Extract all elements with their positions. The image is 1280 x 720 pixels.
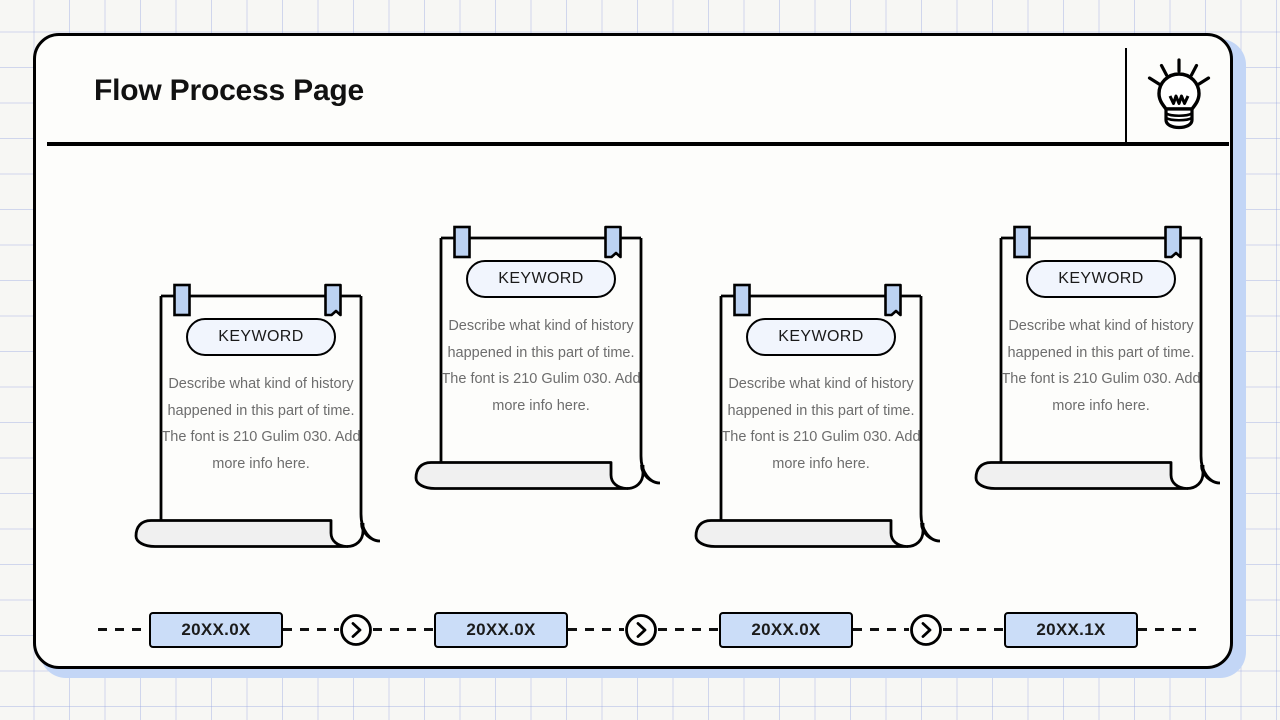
circle-outline: [910, 614, 942, 646]
chevron-right-icon: [351, 622, 362, 638]
card-keyword-pill: KEYWORD: [186, 318, 336, 356]
timeline-dash-5: [853, 628, 909, 631]
chevron-right-icon: [921, 622, 932, 638]
card-curl-tail: [1186, 465, 1205, 490]
circle-outline: [625, 614, 657, 646]
note-card[interactable]: KEYWORD Describe what kind of history ha…: [134, 283, 387, 548]
timeline-dash-4: [658, 628, 719, 631]
header-divider: [47, 142, 1229, 146]
card-clip-right: [324, 283, 342, 317]
card-clip-right: [884, 283, 902, 317]
card-clip-left: [453, 225, 471, 259]
timeline-dash-0: [98, 628, 151, 631]
slide-header: Flow Process Page: [36, 42, 1230, 146]
card-keyword-label: KEYWORD: [218, 328, 304, 345]
timeline-milestone-1[interactable]: 20XX.0X: [149, 612, 283, 648]
card-keyword-pill: KEYWORD: [1026, 260, 1176, 298]
timeline-dash-2: [373, 628, 434, 631]
card-curl-tail: [346, 523, 365, 548]
card-clip-left: [733, 283, 751, 317]
timeline-milestone-3[interactable]: 20XX.0X: [719, 612, 853, 648]
page-title: Flow Process Page: [94, 74, 365, 107]
circle-outline: [340, 614, 372, 646]
lightbulb-filament: [1168, 94, 1189, 105]
card-keyword-label: KEYWORD: [1058, 270, 1144, 287]
card-curl-tail: [626, 465, 645, 490]
lightbulb-base: [1163, 107, 1194, 130]
card-keyword-label: KEYWORD: [498, 270, 584, 287]
card-curl: [414, 461, 629, 490]
timeline-dash-1: [283, 628, 339, 631]
card-clip-right: [1164, 225, 1182, 259]
timeline-milestone-2[interactable]: 20XX.0X: [434, 612, 568, 648]
card-clip-left: [1013, 225, 1031, 259]
timeline-milestone-label: 20XX.0X: [181, 620, 251, 639]
timeline-milestone-label: 20XX.0X: [751, 620, 821, 639]
slide-frame: Flow Process Page: [33, 33, 1233, 669]
card-curl: [694, 519, 909, 548]
card-keyword-pill: KEYWORD: [746, 318, 896, 356]
note-card[interactable]: KEYWORD Describe what kind of history ha…: [414, 225, 667, 490]
card-keyword-pill: KEYWORD: [466, 260, 616, 298]
timeline-milestone-label: 20XX.0X: [466, 620, 536, 639]
card-keyword-label: KEYWORD: [778, 328, 864, 345]
card-body-text: Describe what kind of history happened i…: [441, 318, 641, 414]
card-body-text: Describe what kind of history happened i…: [1001, 318, 1201, 414]
card-curl: [974, 461, 1189, 490]
card-body-text: Describe what kind of history happened i…: [161, 376, 361, 472]
note-card[interactable]: KEYWORD Describe what kind of history ha…: [974, 225, 1227, 490]
card-clip-left: [173, 283, 191, 317]
timeline-milestone-4[interactable]: 20XX.1X: [1004, 612, 1138, 648]
card-body-text: Describe what kind of history happened i…: [721, 376, 921, 472]
card-curl: [134, 519, 349, 548]
timeline-arrow-2[interactable]: [624, 613, 658, 647]
timeline: 20XX.0X 20XX.0X 20XX.0X: [36, 599, 1230, 659]
card-clip-right: [604, 225, 622, 259]
timeline-arrow-1[interactable]: [339, 613, 373, 647]
timeline-dash-6: [943, 628, 1004, 631]
note-card[interactable]: KEYWORD Describe what kind of history ha…: [694, 283, 947, 548]
cards-layer: KEYWORD Describe what kind of history ha…: [36, 36, 1230, 666]
timeline-milestone-label: 20XX.1X: [1036, 620, 1106, 639]
lightbulb-icon-container: [1125, 48, 1230, 142]
lightbulb-icon: [1147, 58, 1210, 130]
timeline-arrow-3[interactable]: [909, 613, 943, 647]
chevron-right-icon: [636, 622, 647, 638]
timeline-dash-3: [568, 628, 624, 631]
card-curl-tail: [906, 523, 925, 548]
timeline-dash-7: [1138, 628, 1196, 631]
header-vertical-divider: [1125, 48, 1127, 142]
